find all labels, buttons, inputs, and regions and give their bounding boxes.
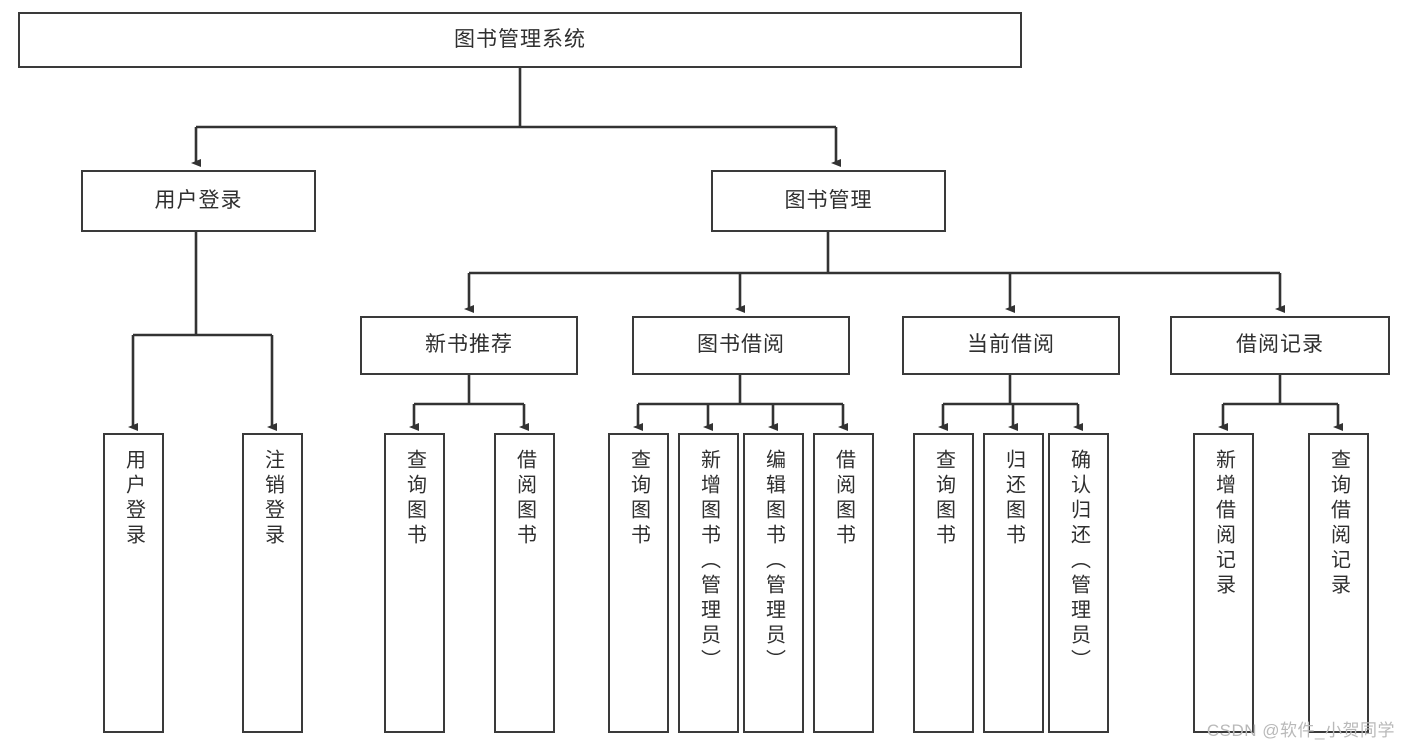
node-label: 查询图书 (627, 449, 650, 549)
node-new-book-recommendation[interactable]: 新书推荐 (360, 316, 578, 375)
node-leaf-logout[interactable]: 注销登录 (242, 433, 303, 733)
csdn-watermark: CSDN @软件_小贺同学 (1206, 721, 1395, 740)
node-label: 用户登录 (122, 449, 145, 549)
node-label: 图书管理系统 (454, 27, 586, 51)
node-leaf-user-login[interactable]: 用户登录 (103, 433, 164, 733)
node-label: 编辑图书（管理员） (762, 449, 785, 674)
node-label: 借阅图书 (513, 449, 536, 549)
node-leaf-query-book-borrowing[interactable]: 查询图书 (608, 433, 669, 733)
node-label: 查询图书 (932, 449, 955, 549)
node-user-login[interactable]: 用户登录 (81, 170, 316, 232)
node-label: 图书管理 (784, 188, 873, 212)
node-leaf-borrow-book-newbook[interactable]: 借阅图书 (494, 433, 555, 733)
node-label: 当前借阅 (967, 333, 1055, 357)
node-book-management[interactable]: 图书管理 (711, 170, 946, 232)
node-leaf-query-book-current[interactable]: 查询图书 (913, 433, 974, 733)
node-label: 借阅图书 (832, 449, 855, 549)
node-label: 新书推荐 (425, 333, 513, 357)
node-borrow-records[interactable]: 借阅记录 (1170, 316, 1390, 375)
node-current-borrowing[interactable]: 当前借阅 (902, 316, 1120, 375)
node-leaf-query-book-newbook[interactable]: 查询图书 (384, 433, 445, 733)
node-leaf-return-book[interactable]: 归还图书 (983, 433, 1044, 733)
node-label: 新增借阅记录 (1212, 449, 1235, 599)
node-leaf-query-borrow-record[interactable]: 查询借阅记录 (1308, 433, 1369, 733)
node-leaf-add-book-admin[interactable]: 新增图书（管理员） (678, 433, 739, 733)
node-label: 查询借阅记录 (1327, 449, 1350, 599)
node-label: 归还图书 (1002, 449, 1025, 549)
node-book-borrowing[interactable]: 图书借阅 (632, 316, 850, 375)
node-leaf-add-borrow-record[interactable]: 新增借阅记录 (1193, 433, 1254, 733)
node-label: 确认归还（管理员） (1067, 449, 1090, 674)
node-label: 图书借阅 (697, 333, 785, 357)
node-label: 新增图书（管理员） (697, 449, 720, 674)
node-leaf-borrow-book-borrowing[interactable]: 借阅图书 (813, 433, 874, 733)
node-label: 借阅记录 (1236, 333, 1324, 357)
node-leaf-confirm-return-admin[interactable]: 确认归还（管理员） (1048, 433, 1109, 733)
node-label: 注销登录 (261, 449, 284, 549)
node-leaf-edit-book-admin[interactable]: 编辑图书（管理员） (743, 433, 804, 733)
node-root-book-management-system[interactable]: 图书管理系统 (18, 12, 1022, 68)
node-label: 查询图书 (403, 449, 426, 549)
node-label: 用户登录 (154, 188, 243, 212)
